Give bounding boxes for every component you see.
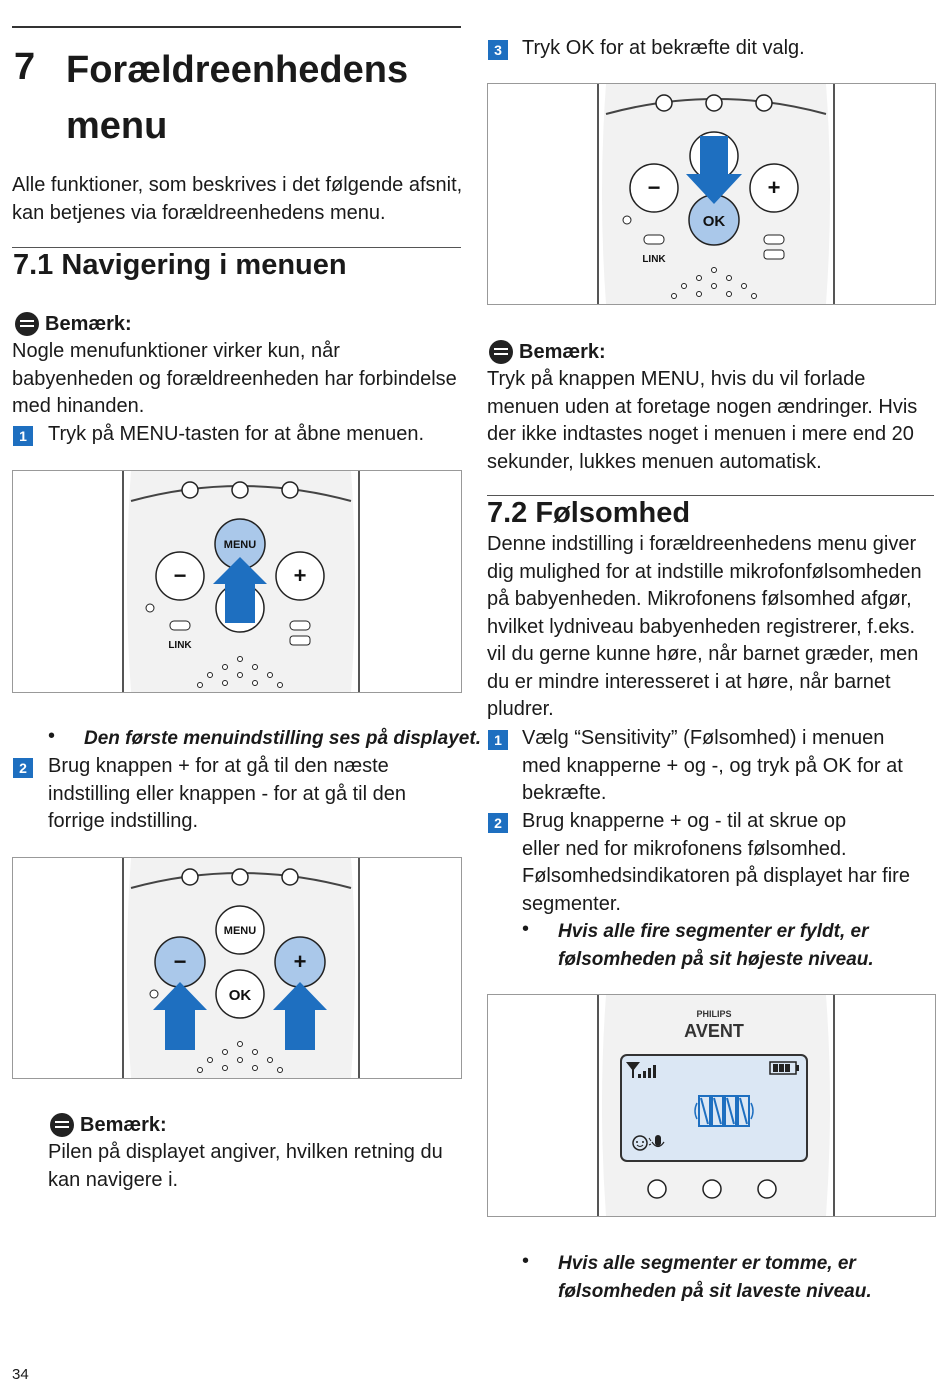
bullet-line: Hvis alle fire segmenter er fyldt, er: [558, 921, 869, 942]
note-label: Bemærk:: [45, 312, 132, 335]
bullet-dot: •: [522, 918, 530, 940]
note-heading: Bemærk:: [489, 340, 606, 364]
step3-text: Tryk OK for at bekræfte dit valg.: [522, 37, 805, 59]
paragraph-line: dig mulighed for at indstille mikrofonfø…: [487, 560, 922, 583]
minus-label: −: [648, 175, 661, 200]
section-rule: [487, 495, 934, 496]
sensitivity-step1-text: Vælg “Sensitivity” (Følsomhed) i menuen …: [522, 725, 903, 808]
note-icon: [15, 312, 39, 336]
note-heading: Bemærk:: [15, 312, 132, 336]
note2-text: Pilen på displayet angiver, hvilken retn…: [48, 1139, 443, 1194]
paragraph-line: på babyenheden. Mikrofonens følsomhed af…: [487, 588, 912, 610]
sensitivity-segments: [694, 1095, 754, 1127]
page-number: 34: [12, 1366, 29, 1383]
note-line: der ikke indtastes noget i menuen i mere…: [487, 423, 914, 445]
note1-text: Nogle menufunktioner virker kun, når bab…: [12, 338, 457, 421]
step-line: segmenter.: [522, 892, 621, 915]
bullet-dot: •: [48, 725, 56, 747]
link-label: LINK: [642, 254, 666, 265]
section-7-2-paragraph: Denne indstilling i forældreenhedens men…: [487, 531, 922, 724]
sensitivity-step2-text: Brug knapperne + og - til at skrue op el…: [522, 808, 910, 918]
note-line: Nogle menufunktioner virker kun, når: [12, 340, 340, 362]
menu-button-label: MENU: [224, 539, 256, 551]
plus-label: +: [768, 175, 781, 200]
baby-mic-icon: [632, 1135, 665, 1151]
bullet-line: Hvis alle segmenter er tomme, er: [558, 1253, 856, 1274]
note-label: Bemærk:: [519, 340, 606, 363]
chapter-title-line1: Forældreenhedens: [66, 49, 409, 91]
section-rule: [12, 247, 461, 248]
chapter-title-line2: menu: [66, 105, 168, 147]
step2-text: Brug knappen + for at gå til den næste i…: [48, 753, 406, 836]
step1-text: Tryk på MENU-tasten for at åbne menuen.: [48, 423, 425, 445]
bullet-line: følsomheden på sit laveste niveau.: [558, 1280, 872, 1302]
plus-label: +: [294, 949, 307, 974]
step-line: eller ned for mikrofonens følsomhed.: [522, 837, 847, 860]
step-line: med knapperne + og -, og tryk på OK for …: [522, 754, 903, 777]
note-line: Pilen på displayet angiver, hvilken retn…: [48, 1141, 443, 1163]
bullet-dot: •: [522, 1250, 530, 1272]
minus-label: −: [174, 563, 187, 588]
figure-ok-press: OK − + LINK: [487, 83, 936, 305]
step-number: 1: [488, 730, 508, 750]
note-heading: Bemærk:: [50, 1113, 167, 1137]
step-line: Brug knapperne + og - til at skrue op: [522, 810, 847, 832]
top-rule: [12, 26, 461, 28]
link-label: LINK: [168, 640, 192, 651]
note-icon: [489, 340, 513, 364]
intro-line: kan betjenes via forældreenhedens menu.: [12, 201, 386, 224]
note-line: sekunder, lukkes menuen automatisk.: [487, 450, 822, 473]
step-line: Brug knappen + for at gå til den næste: [48, 755, 389, 777]
note-icon: [50, 1113, 74, 1137]
paragraph-line: Denne indstilling i forældreenhedens men…: [487, 533, 917, 555]
note-line: med hinanden.: [12, 395, 145, 417]
bullet-low-text: Hvis alle segmenter er tomme, er følsomh…: [558, 1250, 872, 1305]
step-number: 1: [13, 426, 33, 446]
ok-button-label: OK: [229, 987, 252, 1004]
paragraph-line: hvilket lydniveau babyenheden registrere…: [487, 615, 916, 638]
brand-avent: AVENT: [684, 1021, 744, 1041]
note-line: menuen uden at foretage nogen ændringer.…: [487, 395, 918, 418]
menu-button-label: MENU: [224, 925, 256, 937]
step-line: indstilling eller knappen - for at gå ti…: [48, 782, 406, 805]
note-line: kan navigere i.: [48, 1168, 179, 1191]
ok-button-label: OK: [703, 213, 726, 230]
intro-paragraph: Alle funktioner, som beskrives i det føl…: [12, 172, 462, 227]
minus-label: −: [174, 949, 187, 974]
note-line: babyenheden og forældreenheden har forbi…: [12, 367, 457, 390]
section-7-1-title: 7.1 Navigering i menuen: [13, 249, 347, 281]
bullet-line: følsomheden på sit højeste niveau.: [558, 948, 874, 970]
paragraph-line: vil du gerne kunne høre, når barnet græd…: [487, 643, 919, 665]
note-line: Tryk på knappen MENU, hvis du vil forlad…: [487, 368, 866, 390]
brand-philips: PHILIPS: [696, 1009, 731, 1019]
step-line: forrige indstilling.: [48, 810, 199, 832]
step-line: Vælg “Sensitivity” (Følsomhed) i menuen: [522, 727, 885, 749]
figure-plus-minus: MENU OK − +: [12, 857, 462, 1079]
paragraph-line: du er mindre interesseret i at høre, når…: [487, 670, 891, 693]
bullet-high-text: Hvis alle fire segmenter er fyldt, er fø…: [558, 918, 874, 973]
plus-label: +: [294, 563, 307, 588]
chapter-number: 7: [14, 46, 36, 88]
bullet1-text: Den første menuindstilling ses på displa…: [84, 728, 481, 749]
signal-icon: [626, 1062, 656, 1078]
note-label: Bemærk:: [80, 1113, 167, 1136]
step-number: 2: [488, 813, 508, 833]
intro-line: Alle funktioner, som beskrives i det føl…: [12, 174, 463, 196]
note3-text: Tryk på knappen MENU, hvis du vil forlad…: [487, 366, 917, 476]
step-line: bekræfte.: [522, 782, 607, 804]
section-7-2-title: 7.2 Følsomhed: [487, 497, 691, 529]
step-number: 3: [488, 40, 508, 60]
step-number: 2: [13, 758, 33, 778]
step-line: Følsomhedsindikatoren på displayet har f…: [522, 865, 910, 887]
paragraph-line: pludrer.: [487, 698, 554, 720]
figure-menu-press: MENU − + LINK: [12, 470, 462, 693]
battery-icon: [769, 1061, 799, 1075]
figure-display-sensitivity: PHILIPS AVENT: [487, 994, 936, 1217]
